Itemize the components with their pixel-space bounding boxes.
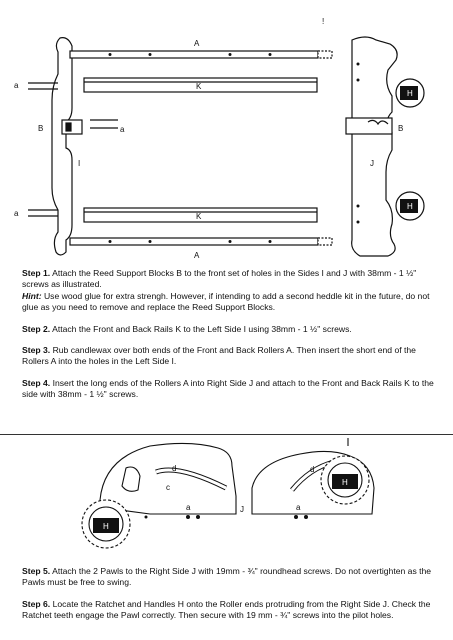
label-rail-bottom: K [196, 212, 202, 221]
label-handle-top: H [407, 89, 413, 98]
label-a-left: a [186, 503, 191, 512]
label-c: c [166, 483, 170, 492]
label-handle-bottom: H [407, 202, 413, 211]
reed-block-left [61, 119, 83, 135]
step-2-label: Step 2. [22, 323, 51, 334]
label-side-i: I [78, 159, 80, 168]
screws-left-bottom [28, 209, 58, 217]
label-a-right: a [296, 503, 301, 512]
step-5: Step 5. Attach the 2 Pawls to the Right … [22, 566, 437, 589]
step-5-text: Attach the 2 Pawls to the Right Side J w… [22, 566, 432, 588]
label-block-right: B [398, 124, 403, 133]
roller-bottom-end [317, 237, 333, 246]
step-4: Step 4. Insert the long ends of the Roll… [22, 378, 437, 401]
label-d-right: d [310, 465, 314, 474]
side-panel-left [99, 442, 237, 515]
step-6-label: Step 6. [22, 598, 51, 609]
step-3-label: Step 3. [22, 345, 51, 356]
roller-top [69, 50, 319, 59]
screws-left-top [28, 82, 58, 90]
ratchet-diagram: d c H a J b d H a [81, 438, 375, 549]
step-1-label: Step 1. [22, 268, 51, 278]
label-roller-bottom: A [194, 251, 200, 260]
step-5-label: Step 5. [22, 566, 51, 576]
step-2: Step 2. Attach the Front and Back Rails … [22, 324, 437, 335]
roller-bottom [69, 237, 319, 246]
hint-label: Hint: [22, 290, 42, 301]
side-panel-right [251, 450, 375, 515]
label-a-top: a [14, 81, 19, 90]
step-3-text: Rub candlewax over both ends of the Fron… [22, 345, 416, 367]
label-a-block: a [120, 125, 125, 134]
step-1-text: Attach the Reed Support Blocks B to the … [22, 268, 417, 290]
label-h-left: H [103, 522, 109, 531]
step-6-text: Locate the Ratchet and Handles H onto th… [22, 598, 431, 621]
label-side-j: J [370, 159, 374, 168]
step-1: Step 1. Attach the Reed Support Blocks B… [22, 268, 437, 291]
label-block-left: B [38, 124, 43, 133]
steps-upper: Step 1. Attach the Reed Support Blocks B… [22, 268, 437, 401]
label-h-right: H [342, 478, 348, 487]
label-j: J [240, 505, 244, 514]
step-4-text: Insert the long ends of the Rollers A in… [22, 377, 434, 400]
reed-block-right [345, 117, 393, 135]
screws-block [90, 119, 118, 129]
label-a-bottom: a [14, 209, 19, 218]
label-roller-top: A [194, 39, 200, 48]
step-6: Step 6. Locate the Ratchet and Handles H… [22, 599, 437, 622]
left-side-panel [51, 37, 73, 256]
step-4-label: Step 4. [22, 377, 51, 388]
steps-lower: Step 5. Attach the 2 Pawls to the Right … [22, 566, 437, 622]
assembly-diagram-top: ! A a K B a B H I J a K H A [14, 17, 425, 260]
section-divider [0, 434, 453, 435]
label-rail-top: K [196, 82, 202, 91]
step-2-text: Attach the Front and Back Rails K to the… [50, 323, 352, 334]
hint-text: Use wood glue for extra strengh. However… [22, 290, 430, 313]
label-bang: ! [322, 17, 324, 26]
roller-top-end [317, 50, 333, 59]
step-3: Step 3. Rub candlewax over both ends of … [22, 345, 437, 368]
step-1-hint: Hint: Use wood glue for extra strengh. H… [22, 291, 437, 314]
label-d-left: d [172, 464, 176, 473]
right-side-panel [351, 36, 398, 257]
